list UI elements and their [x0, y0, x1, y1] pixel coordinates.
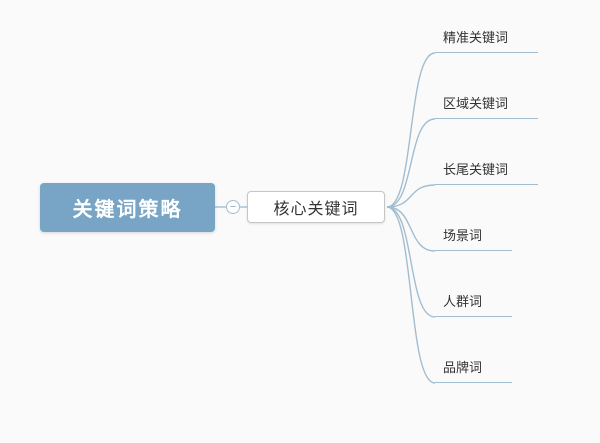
leaf-topic-1[interactable]: 精准关键词	[435, 29, 539, 53]
leaf-topic-2[interactable]: 区域关键词	[435, 95, 539, 119]
leaf-topic-5[interactable]: 人群词	[435, 293, 513, 317]
root-topic-node[interactable]: 关键词策略	[40, 183, 215, 232]
leaf-topic-3[interactable]: 长尾关键词	[435, 161, 539, 185]
branch-topic-node[interactable]: 核心关键词	[247, 191, 385, 223]
collapse-toggle-button[interactable]: −	[226, 200, 240, 214]
leaf-topic-4[interactable]: 场景词	[435, 227, 513, 251]
branch-topic-label: 核心关键词	[273, 201, 359, 218]
leaf-topic-6[interactable]: 品牌词	[435, 359, 513, 383]
root-topic-label: 关键词策略	[72, 199, 183, 221]
